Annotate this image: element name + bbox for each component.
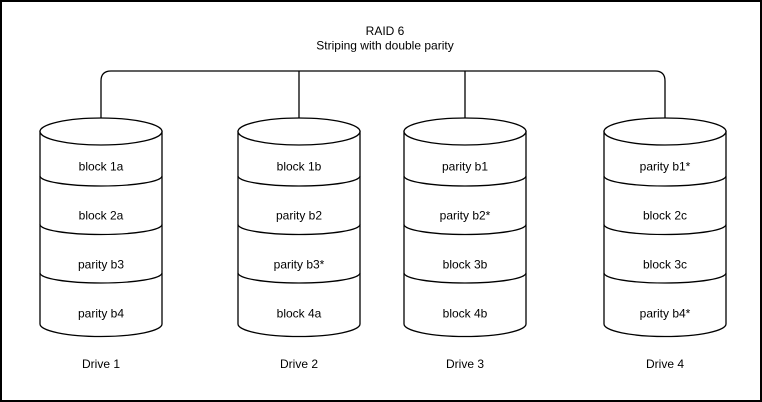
- cylinder-divider: [403, 272, 527, 284]
- cylinder-top: [39, 117, 163, 146]
- drive-1-cylinder: block 1a block 2a parity b3 parity b4 Dr…: [39, 117, 163, 371]
- drive-name-label: Drive 3: [446, 357, 484, 371]
- block-label: block 4b: [443, 307, 488, 321]
- drive-3-cylinder: parity b1 parity b2* block 3b block 4b D…: [403, 117, 527, 371]
- block-label: parity b1*: [640, 160, 691, 174]
- cylinder-divider: [603, 272, 727, 284]
- bus-connector-line: [100, 70, 666, 118]
- drive-name-label: Drive 2: [280, 357, 318, 371]
- block-label: parity b1: [442, 160, 488, 174]
- block-label: block 1b: [277, 160, 322, 174]
- block-label: block 1a: [79, 160, 124, 174]
- cylinder-divider: [237, 175, 361, 187]
- block-label: parity b2*: [440, 209, 491, 223]
- cylinder-divider: [603, 175, 727, 187]
- cylinder-divider: [403, 175, 527, 187]
- cylinder-divider: [39, 224, 163, 236]
- cylinder-divider: [39, 175, 163, 187]
- block-label: parity b4*: [640, 307, 691, 321]
- drive-name-label: Drive 1: [82, 357, 120, 371]
- cylinder-top: [403, 117, 527, 146]
- drive-2-cylinder: block 1b parity b2 parity b3* block 4a D…: [237, 117, 361, 371]
- block-label: block 2a: [79, 209, 124, 223]
- diagram-title: RAID 6: [366, 24, 405, 38]
- block-label: block 2c: [643, 209, 687, 223]
- block-label: block 3c: [643, 258, 687, 272]
- cylinder-divider: [39, 272, 163, 284]
- drive-4-cylinder: parity b1* block 2c block 3c parity b4* …: [603, 117, 727, 371]
- block-label: parity b3: [78, 258, 124, 272]
- cylinder-top: [603, 117, 727, 146]
- block-label: block 4a: [277, 307, 322, 321]
- cylinder-divider: [237, 224, 361, 236]
- block-label: block 3b: [443, 258, 488, 272]
- block-label: parity b4: [78, 307, 124, 321]
- diagram-subtitle: Striping with double parity: [316, 39, 453, 53]
- cylinder-divider: [237, 272, 361, 284]
- cylinder-divider: [603, 224, 727, 236]
- cylinder-divider: [403, 224, 527, 236]
- block-label: parity b3*: [274, 258, 325, 272]
- cylinder-top: [237, 117, 361, 146]
- block-label: parity b2: [276, 209, 322, 223]
- drive-name-label: Drive 4: [646, 357, 684, 371]
